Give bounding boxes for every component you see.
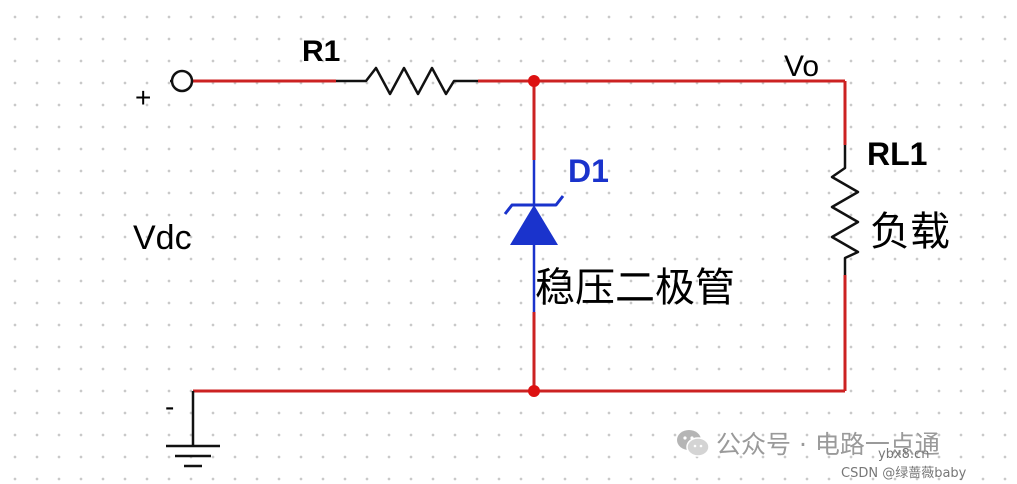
wechat-icon — [677, 430, 710, 457]
junction-top — [528, 75, 540, 87]
watermark-account-text: 公众号 · 电路一点通 — [716, 430, 940, 459]
label-rl1: RL1 — [867, 136, 928, 172]
label-vo: Vo — [784, 50, 820, 83]
label-zener-caption: 稳压二极管 — [535, 265, 735, 311]
label-vdc: Vdc — [133, 219, 192, 257]
watermark-csdn: CSDN @绿蔷薇baby — [841, 466, 967, 481]
watermark-site: ybx8.cn — [878, 447, 930, 462]
label-load-caption: 负载 — [870, 209, 950, 255]
watermark-account: 公众号 · 电路一点通 — [676, 425, 940, 461]
label-r1: R1 — [302, 35, 341, 68]
resistor-rl1 — [830, 145, 860, 275]
junction-bottom — [528, 385, 540, 397]
resistor-r1 — [336, 66, 478, 96]
label-minus: - — [165, 391, 175, 422]
label-plus: + — [135, 82, 152, 113]
zener-triangle — [510, 205, 558, 245]
label-d1: D1 — [568, 153, 609, 189]
input-terminal — [170, 69, 194, 93]
ground-icon — [166, 444, 220, 468]
